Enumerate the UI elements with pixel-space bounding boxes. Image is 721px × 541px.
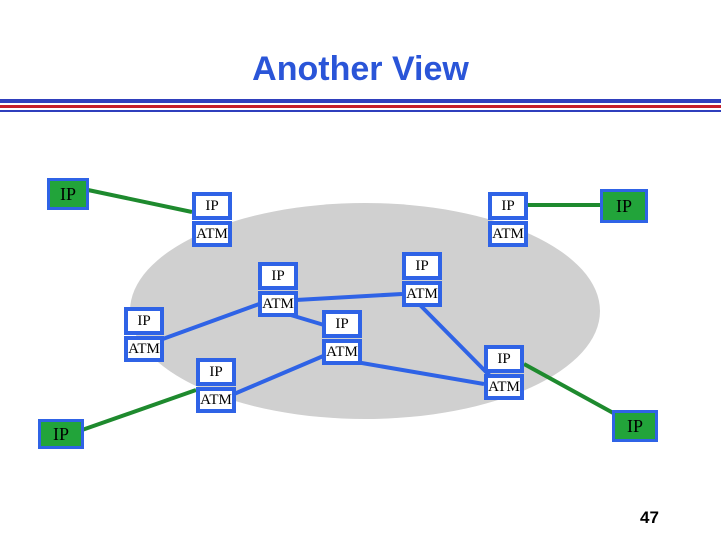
title-rule-blue-thin — [0, 110, 721, 112]
host-link-h3-s6 — [81, 388, 197, 432]
host-h2-label: IP — [615, 195, 632, 216]
host-link-h1-s1 — [87, 188, 193, 214]
atm-link-s7-s8 — [355, 360, 485, 386]
switch-s8-ip: IP — [484, 345, 524, 373]
slide-title: Another View — [252, 50, 469, 88]
switch-s5-ip: IP — [258, 262, 298, 290]
switch-s7-ip-label: IP — [335, 315, 349, 332]
host-h4: IP — [612, 410, 658, 442]
host-h3-label: IP — [52, 423, 69, 444]
host-h2: IP — [600, 189, 648, 223]
switch-s3-ip-label: IP — [137, 312, 151, 329]
switch-s4-ip-label: IP — [415, 257, 429, 274]
atm-network-cloud — [130, 203, 600, 419]
switch-s7-ip: IP — [322, 310, 362, 338]
title-rule-red — [0, 105, 721, 108]
host-h4-label: IP — [626, 415, 643, 436]
switch-s2-atm-label: ATM — [492, 225, 524, 242]
host-h3: IP — [38, 419, 84, 449]
atm-link-s3-s5 — [159, 301, 263, 342]
switch-s2-atm: ATM — [488, 221, 528, 247]
switch-s3-atm-label: ATM — [128, 340, 160, 357]
atm-link-s4-s8 — [418, 303, 496, 382]
switch-s1-atm: ATM — [192, 221, 232, 247]
switch-s1-atm-label: ATM — [196, 225, 228, 242]
switch-s6-atm: ATM — [196, 387, 236, 413]
atm-link-s5-s4 — [295, 292, 403, 302]
page-number: 47 — [640, 508, 659, 527]
switch-s5-atm: ATM — [258, 291, 298, 317]
switch-s4-atm: ATM — [402, 281, 442, 307]
switch-s3-ip: IP — [124, 307, 164, 335]
host-link-s8-h4 — [523, 362, 627, 422]
switch-s4-ip: IP — [402, 252, 442, 280]
host-h1-label: IP — [59, 183, 76, 204]
switch-s5-ip-label: IP — [271, 267, 285, 284]
switch-s4-atm-label: ATM — [406, 285, 438, 302]
switch-s6-ip-label: IP — [209, 363, 223, 380]
switch-s6-ip: IP — [196, 358, 236, 386]
switch-s8-ip-label: IP — [497, 350, 511, 367]
switch-s7-atm-label: ATM — [326, 343, 358, 360]
switch-s2-ip: IP — [488, 192, 528, 220]
switch-s7-atm: ATM — [322, 339, 362, 365]
switch-s1-ip-label: IP — [205, 197, 219, 214]
switch-s2-ip-label: IP — [501, 197, 515, 214]
host-h1: IP — [47, 178, 89, 210]
atm-link-s7-s6 — [233, 352, 329, 396]
switch-s8-atm-label: ATM — [488, 378, 520, 395]
switch-s8-atm: ATM — [484, 374, 524, 400]
switch-s1-ip: IP — [192, 192, 232, 220]
switch-s6-atm-label: ATM — [200, 391, 232, 408]
switch-s3-atm: ATM — [124, 336, 164, 362]
switch-s5-atm-label: ATM — [262, 295, 294, 312]
title-rule-blue — [0, 99, 721, 103]
